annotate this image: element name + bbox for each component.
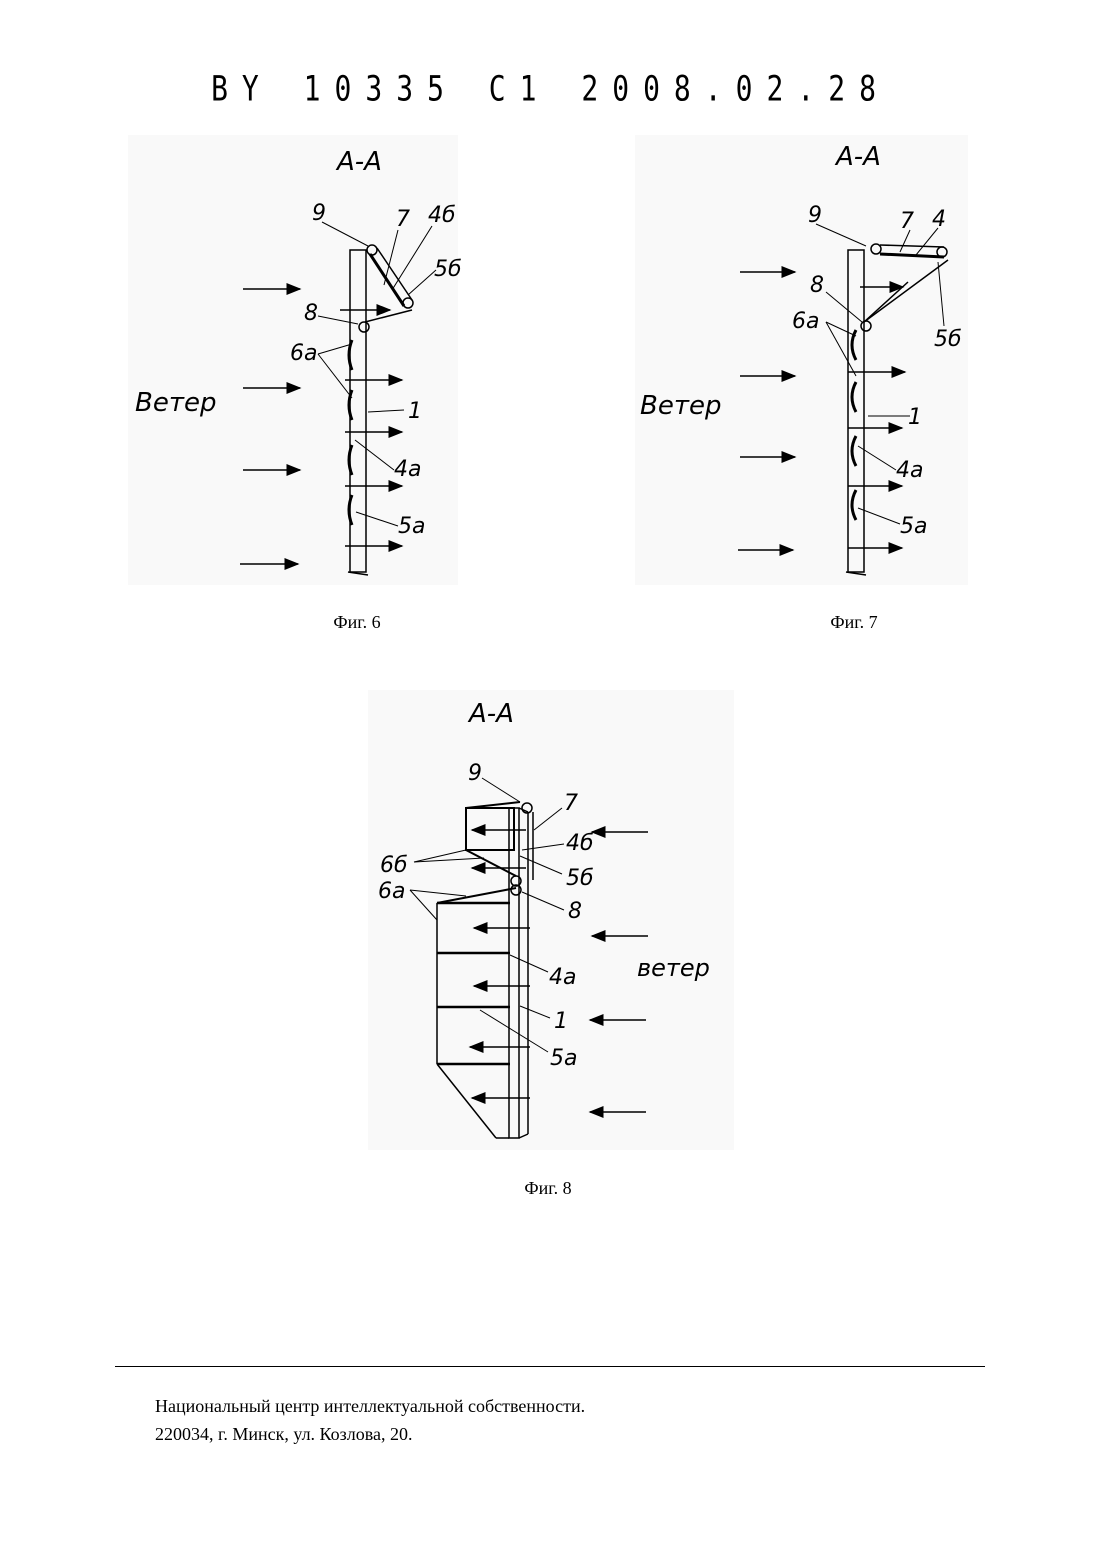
fig8-section-label: A-A (467, 699, 514, 729)
footer-org-name: Национальный центр интеллектуальной собс… (155, 1396, 585, 1417)
fig8-label-6b: 6б (380, 853, 408, 878)
footer-address: 220034, г. Минск, ул. Козлова, 20. (155, 1424, 413, 1445)
fig8-label-6a: 6а (378, 879, 405, 904)
fig8-caption: Фиг. 8 (488, 1178, 608, 1199)
footer-divider (115, 1366, 985, 1367)
fig8-label-4a: 4а (549, 965, 576, 990)
fig8-label-8: 8 (568, 899, 582, 924)
fig8-label-4b: 4б (566, 831, 594, 856)
fig8-upper-flap (466, 808, 514, 850)
fig8-mast (509, 808, 519, 1138)
fig8-label-5a: 5а (550, 1046, 577, 1071)
fig8-label-1: 1 (554, 1009, 568, 1034)
fig8-label-7: 7 (564, 791, 578, 816)
fig8-label-9: 9 (468, 761, 482, 786)
fig8-label-5b: 5б (566, 866, 594, 891)
fig8-wind-label: ветер (637, 954, 710, 982)
